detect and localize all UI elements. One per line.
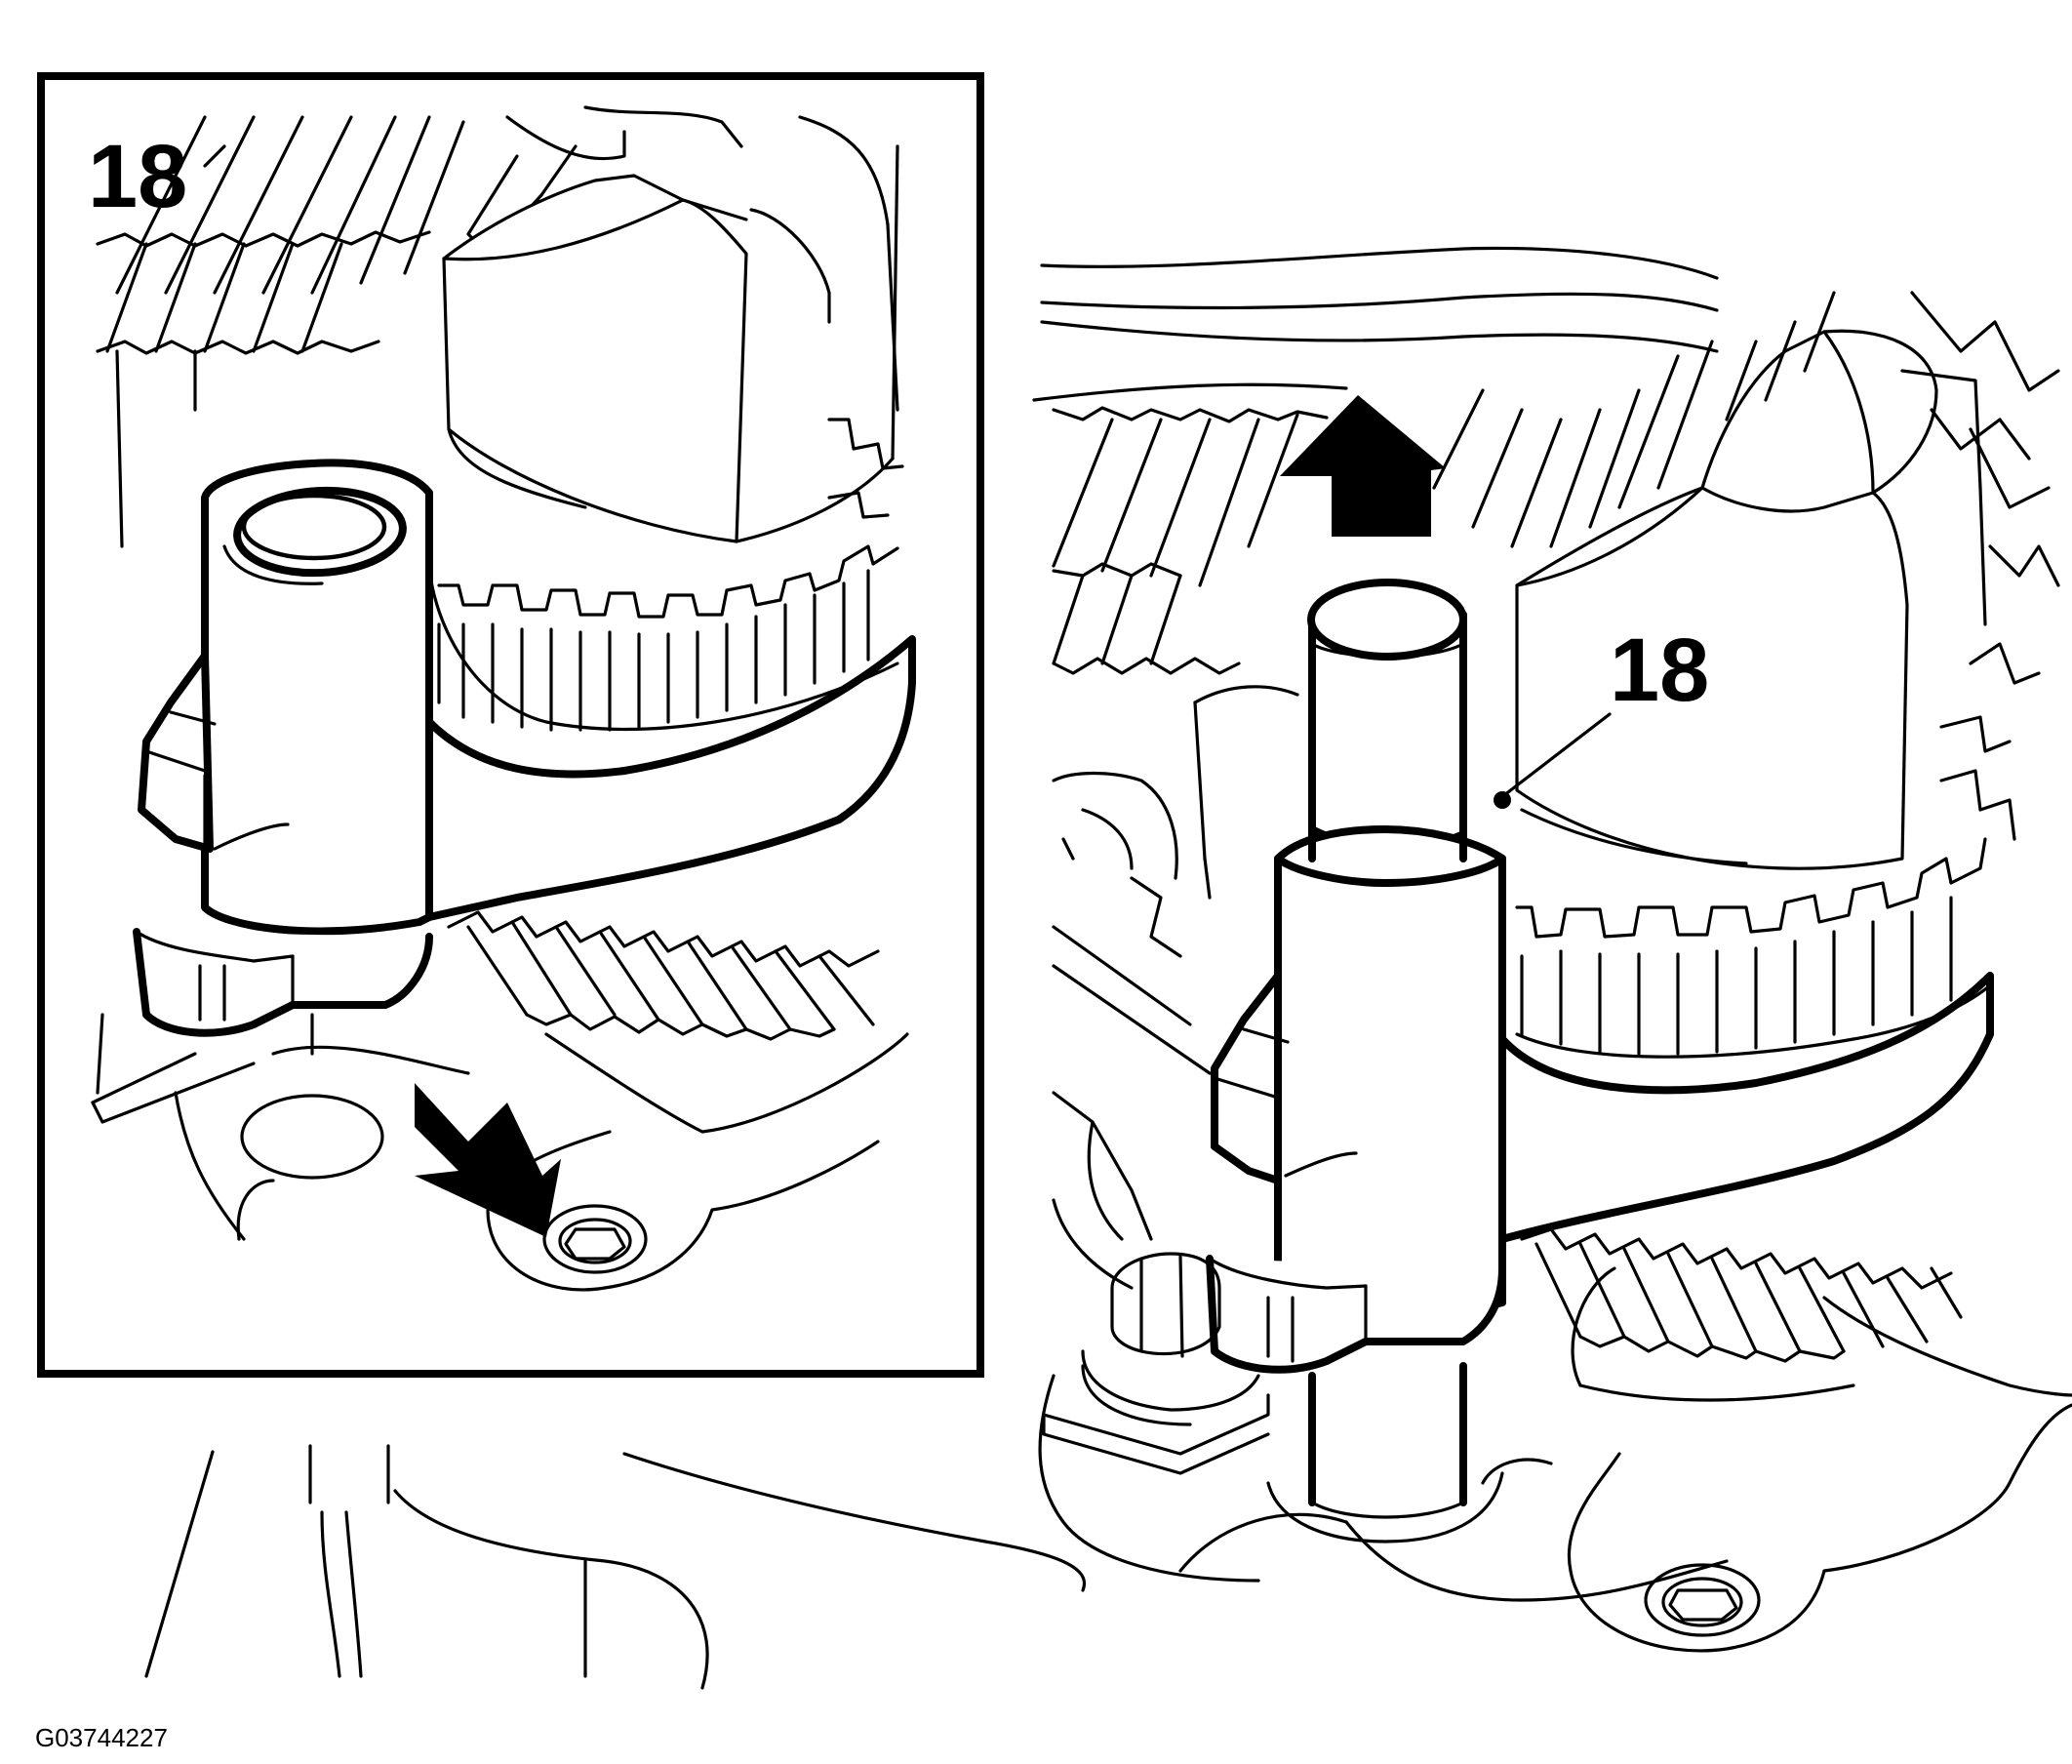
inset-lower-gear	[447, 910, 880, 1041]
main-base-collar	[1206, 1255, 1506, 1374]
inset-fork-block	[442, 144, 899, 543]
main-selector-sleeve	[1274, 825, 1506, 1323]
main-gear-hatching	[1052, 291, 2060, 685]
lower-housing-lines	[144, 1374, 1729, 1690]
arrow-up-icon	[1280, 395, 1446, 537]
inset-fork-arm	[425, 635, 916, 921]
main-callout-label: 18	[1610, 621, 1709, 720]
main-view: 18	[1032, 246, 2072, 1653]
inset-detent-tab	[138, 652, 290, 853]
main-fork-arm	[1498, 972, 1994, 1243]
main-callout-dot	[1494, 791, 1511, 809]
inset-spur-gear	[426, 418, 904, 732]
figure-id: G03744227	[35, 1723, 168, 1752]
inset-callout-label: 18	[88, 127, 187, 226]
main-selector-rod	[1307, 579, 1467, 1519]
inset-selector-sleeve	[201, 459, 433, 936]
main-spur-gear	[1515, 715, 2016, 1059]
main-left-structure	[1052, 685, 1299, 1290]
arrow-down-right-icon	[415, 1083, 561, 1237]
main-bolt	[1042, 1252, 1270, 1475]
inset-panel: 18	[37, 72, 984, 1378]
main-housing-curves	[1032, 246, 1719, 402]
main-fork-block	[1515, 329, 1987, 870]
main-housing-base	[1266, 1296, 2072, 1653]
main-detent-tab	[1211, 972, 1358, 1184]
inset-callout-tick	[203, 144, 226, 168]
main-callout-leader	[1502, 712, 1612, 797]
inset-base-collar	[133, 928, 433, 1056]
main-lower-gear	[1520, 1227, 1963, 1402]
